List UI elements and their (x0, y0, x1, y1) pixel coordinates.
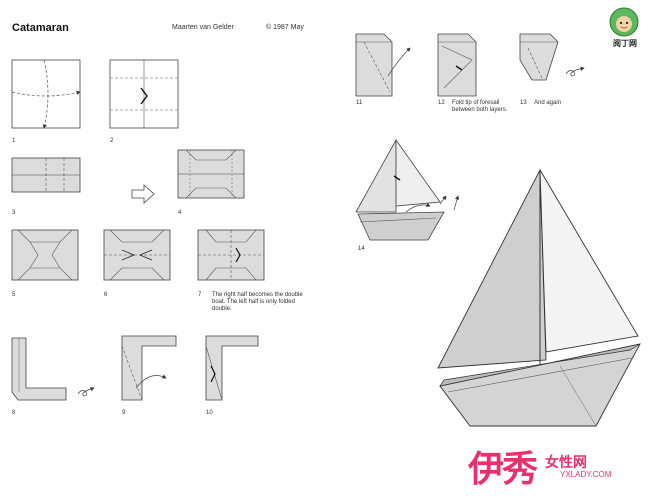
step-13-diagram (519, 33, 585, 81)
step-number: 4 (178, 210, 182, 216)
site-logo (609, 7, 639, 37)
step-number: 2 (110, 138, 114, 144)
watermark-url: YXLADY.COM (560, 470, 612, 479)
step-number: 7 (198, 292, 202, 298)
step-3-diagram (11, 157, 81, 193)
step-2-diagram (109, 59, 179, 129)
author-name: Maarten van Gelder (172, 24, 234, 31)
step-10-diagram (205, 335, 259, 401)
step-number: 6 (104, 292, 108, 298)
step-number: 14 (358, 246, 365, 252)
watermark-subtitle: 女性网 (545, 454, 587, 470)
step-number: 9 (122, 410, 126, 416)
step-7-diagram (197, 229, 265, 281)
step-number: 1 (12, 138, 16, 144)
next-step-arrow (131, 184, 155, 204)
copyright-notice: © 1987 May (266, 24, 304, 31)
diagram-title: Catamaran (12, 22, 69, 34)
step-number: 8 (12, 410, 16, 416)
step-note: Fold tip of foresail between both layers… (452, 100, 508, 113)
step-number: 10 (206, 410, 213, 416)
step-8-diagram (11, 337, 95, 401)
step-number: 13 (520, 100, 527, 106)
logo-caption: 阅丁网 (613, 39, 637, 48)
finished-catamaran (437, 168, 641, 427)
step-note: The right half becomes the double boat. … (212, 292, 303, 312)
step-6-diagram (103, 229, 171, 281)
step-number: 5 (12, 292, 16, 298)
step-12-diagram (437, 33, 477, 97)
step-number: 3 (12, 210, 16, 216)
step-4-diagram (177, 149, 245, 199)
step-9-diagram (121, 335, 177, 401)
watermark-logo-text: 伊秀 (468, 448, 538, 490)
step-number: 11 (356, 100, 363, 106)
step-number: 12 (438, 100, 445, 106)
step-11-diagram (355, 33, 411, 97)
step-1-diagram (11, 59, 81, 129)
step-5-diagram (11, 229, 79, 281)
step-note: And again (534, 100, 562, 106)
step-14-diagram (355, 138, 460, 241)
